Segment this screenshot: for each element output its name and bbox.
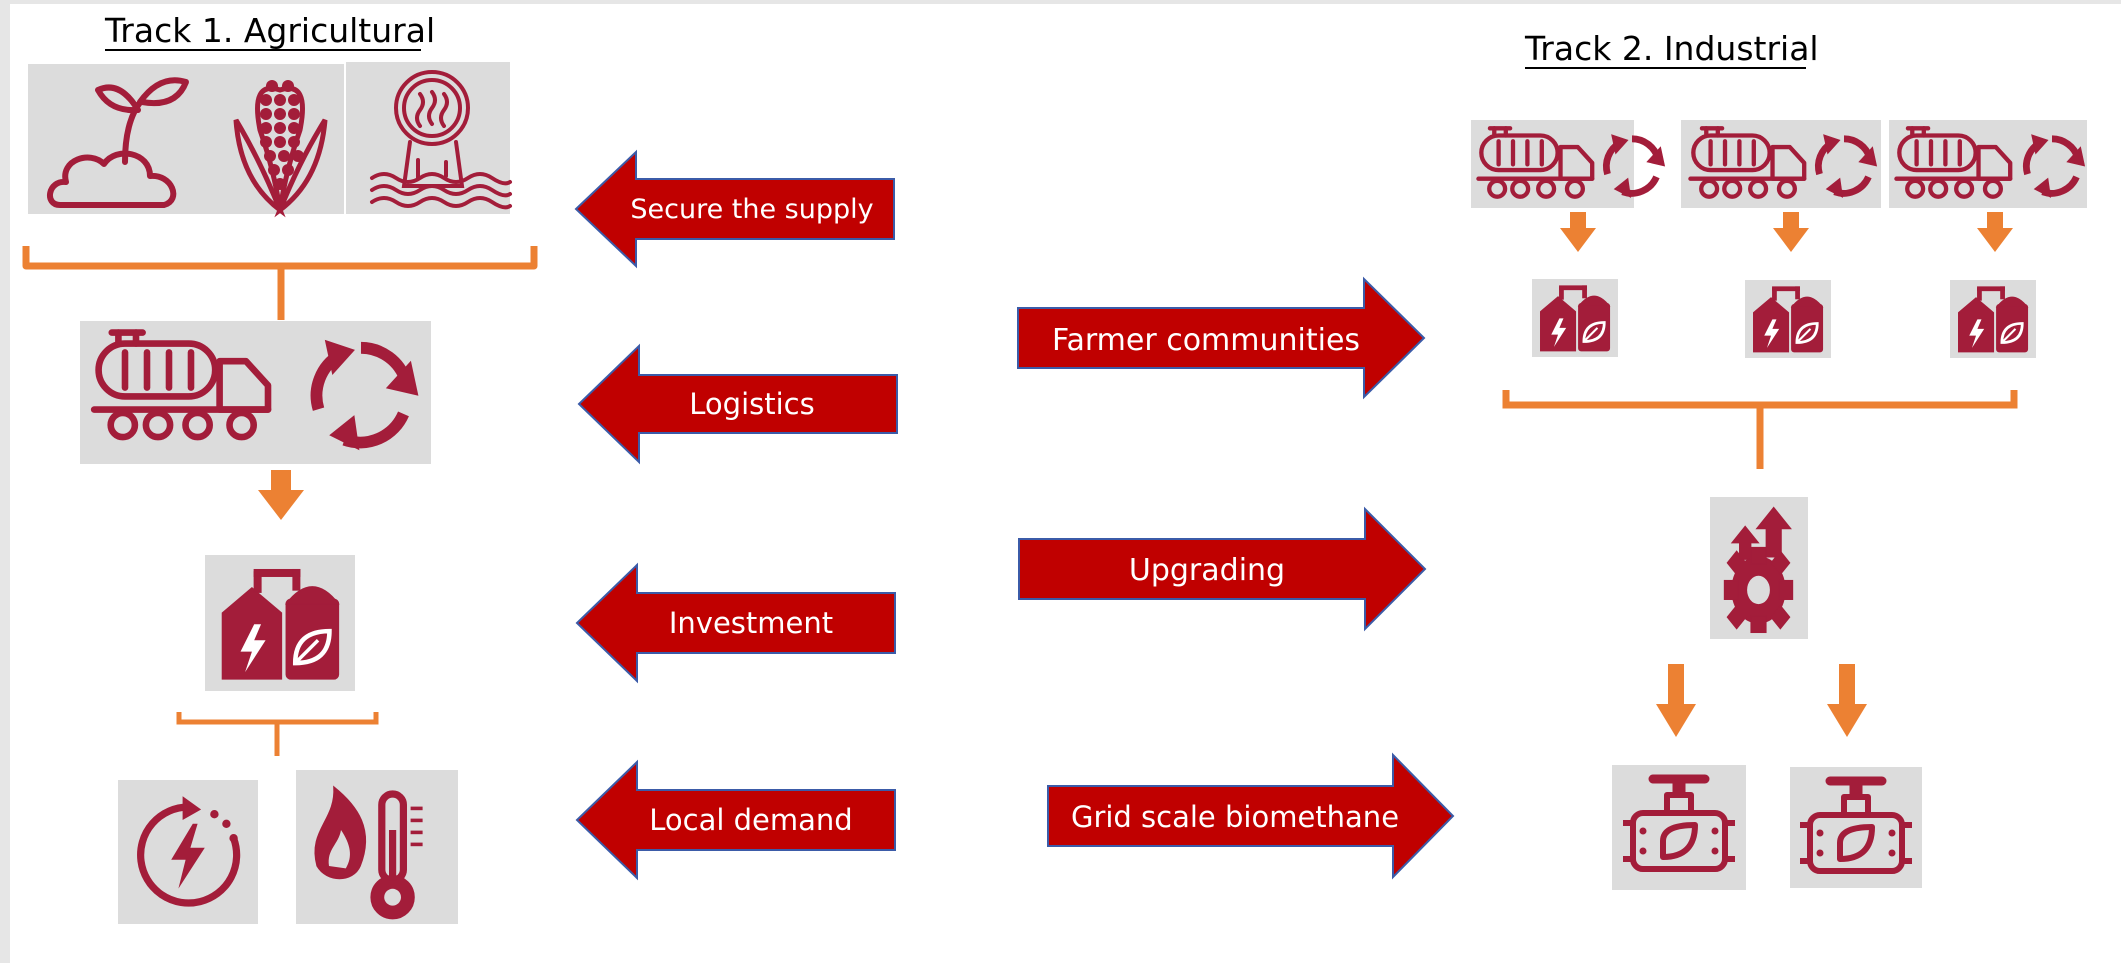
geothermal-icon [370, 70, 512, 210]
arrow-farmer-communities-label: Farmer communities [1052, 323, 1360, 358]
arrow-logistics: Logistics [577, 343, 898, 465]
arrow-upgrading: Upgrading [1018, 506, 1427, 632]
track1-plant-tile [205, 555, 355, 691]
track2-upgrading-tile [1710, 497, 1808, 639]
track1-title: Track 1. Agricultural [104, 11, 435, 50]
track1-outputs [118, 770, 458, 924]
arrow-secure-supply: Secure the supply [574, 149, 895, 269]
corn-icon [233, 80, 328, 218]
track2-logistics-icons [1471, 120, 2087, 208]
arrow-grid-scale-biomethane-label: Grid scale biomethane [1071, 800, 1399, 834]
arrow-farmer-communities: Farmer communities [1017, 276, 1426, 400]
arrow-secure-supply-label: Secure the supply [630, 194, 873, 225]
arrow-local-demand: Local demand [575, 759, 896, 881]
arrow-grid-scale-biomethane: Grid scale biomethane [1047, 752, 1455, 880]
soil-sprout-icon [47, 77, 189, 208]
track1-logistics-icons [80, 321, 431, 464]
track2-down-arrows [1656, 664, 1867, 737]
track2-small-down-arrows [1560, 212, 2013, 252]
arrow-upgrading-label: Upgrading [1129, 553, 1285, 588]
track1-bracket-top [22, 246, 538, 320]
arrow-investment: Investment [575, 562, 896, 684]
track1-top-icons [28, 62, 512, 218]
track2-valve-tiles [1612, 765, 1922, 890]
arrow-investment-label: Investment [669, 606, 833, 640]
track2-plant-tiles [1532, 279, 2036, 358]
track1-down-arrow [258, 470, 304, 520]
track2-title: Track 2. Industrial [1524, 29, 1819, 68]
track1-bracket-bottom [176, 712, 379, 756]
arrow-local-demand-label: Local demand [649, 803, 852, 837]
track2-bracket [1502, 390, 2018, 469]
arrow-logistics-label: Logistics [689, 387, 814, 421]
